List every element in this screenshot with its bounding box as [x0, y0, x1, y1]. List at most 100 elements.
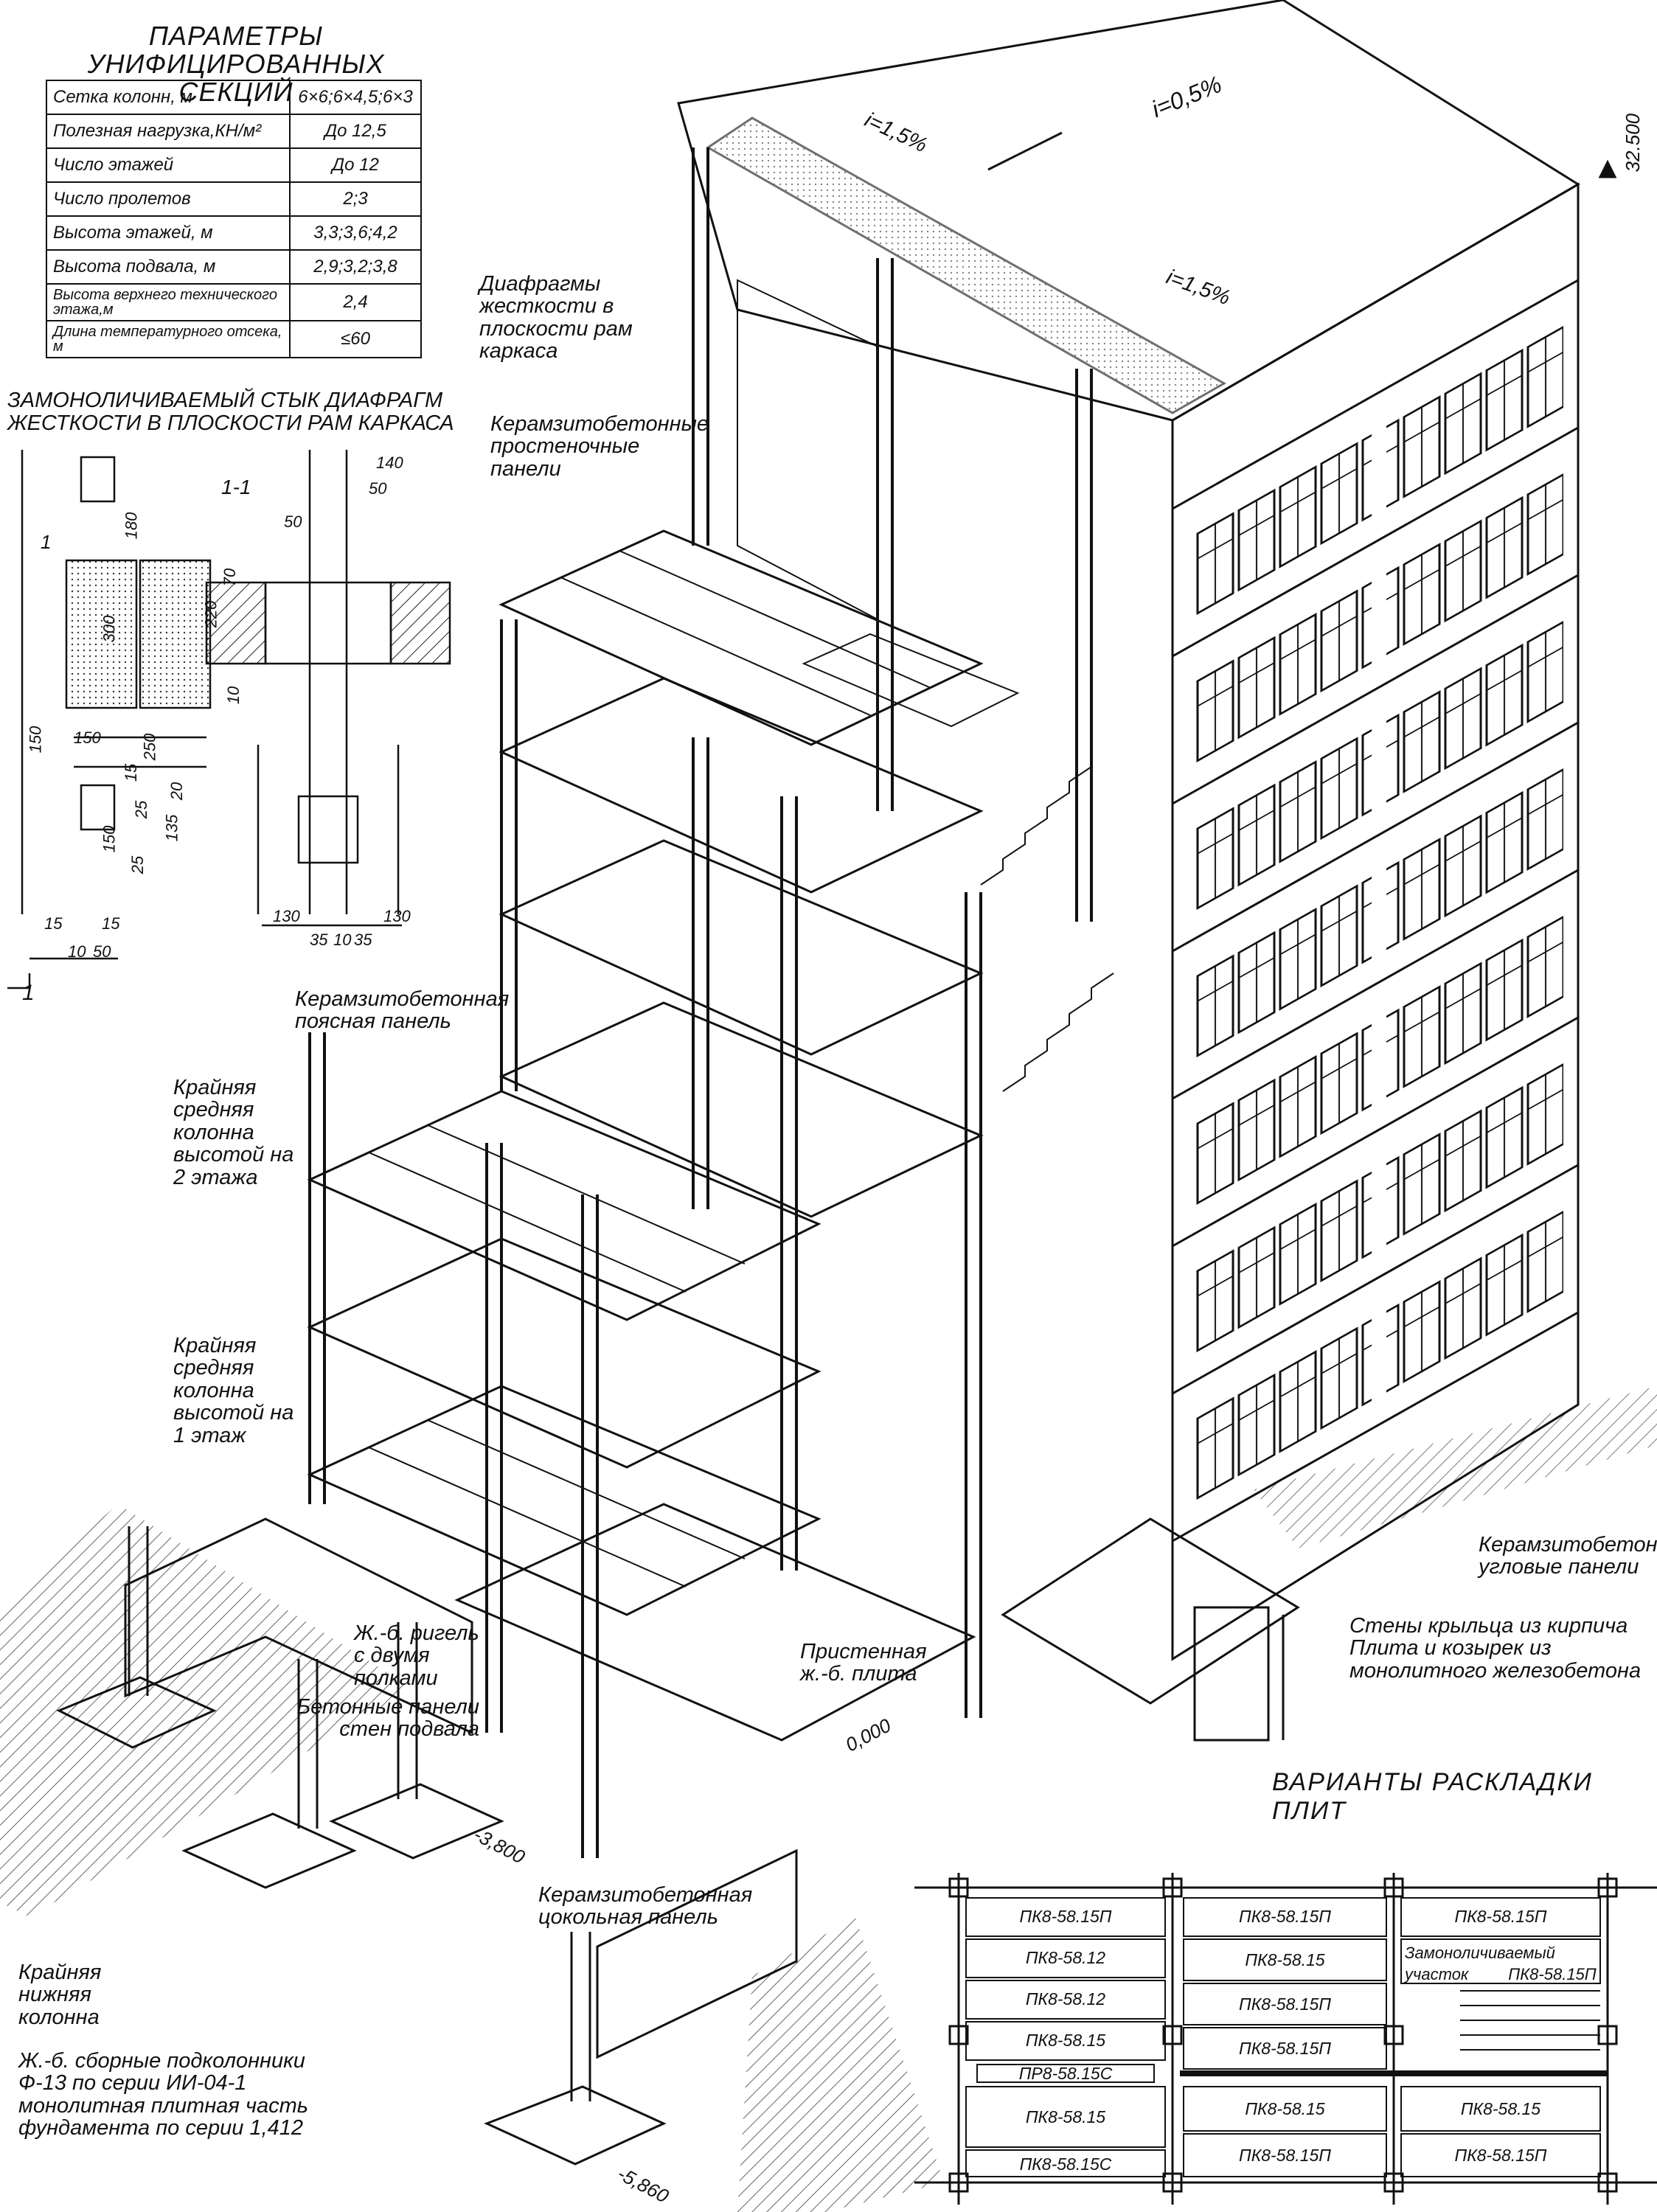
slab-label: ПК8-58.15П — [1454, 1907, 1547, 1926]
params-title-line1: ПАРАМЕТРЫ УНИФИЦИРОВАННЫХ — [87, 21, 385, 79]
diaphragm-label: Диафрагмы жесткости в плоскости рам карк… — [479, 272, 633, 364]
dim-label: 180 — [122, 512, 141, 540]
slab-label: ПК8-58.12 — [1025, 1989, 1106, 2008]
slab-label: ПК8-58.15П — [1239, 1994, 1331, 2014]
slab-label: ПК8-58.12 — [1025, 1948, 1106, 1967]
slab-label: ПК8-58.15П — [1019, 1907, 1112, 1926]
slab-label: ПК8-58.15П — [1508, 1965, 1597, 1983]
joint-title-line2: ЖЕСТКОСТИ В ПЛОСКОСТИ РАМ КАРКАСА — [7, 411, 454, 436]
joint-title-line1: ЗАМОНОЛИЧИВАЕМЫЙ СТЫК ДИАФРАГМ — [7, 389, 443, 412]
section-mark-top: 1 — [41, 531, 52, 553]
dim-label: 150 — [74, 728, 101, 747]
ground-hatching — [0, 1386, 1657, 2212]
layout-title: ВАРИАНТЫ РАСКЛАДКИ ПЛИТ — [1272, 1768, 1593, 1825]
dim-label: 130 — [273, 907, 300, 925]
slab-label: ПР8-58.15С — [1018, 2064, 1113, 2083]
foundations — [56, 1517, 798, 2166]
param-label: Высота верхнего технического этажа,м — [46, 283, 291, 321]
corner-panels-label: Керамзитобетонные угловые панели — [1479, 1533, 1657, 1579]
dim-label: 25 — [128, 855, 147, 874]
param-value: 3,3;3,6;4,2 — [289, 215, 422, 251]
elevation-top: 32.500 — [1622, 113, 1644, 173]
frame-structure — [307, 147, 1114, 1858]
section-mark-bottom: 1 — [22, 981, 35, 1005]
dim-label: 70 — [220, 568, 240, 587]
girder-label: Ж.-б. ригель с двумя полками — [354, 1621, 479, 1690]
joint-detail — [7, 450, 451, 990]
dim-label: 135 — [162, 814, 181, 842]
tower-windows — [1195, 322, 1563, 1504]
basement-walls-label: Бетонные панели стен подвала — [296, 1695, 479, 1742]
dim-label: 50 — [93, 942, 111, 961]
dim-label: 15 — [44, 914, 63, 933]
dim-label: 15 — [122, 763, 141, 782]
slab-label: ПК8-58.15 — [1025, 2107, 1106, 2126]
dim-label: 15 — [102, 914, 120, 933]
dim-label: 10 — [224, 686, 243, 705]
dim-label: 130 — [383, 907, 411, 925]
wall-slab-label: Пристенная ж.-б. плита — [800, 1640, 927, 1686]
dim-label: 35 — [354, 931, 372, 949]
slab-label: ПК8-58.15П — [1239, 2039, 1331, 2058]
dim-label: 220 — [201, 600, 220, 628]
bottom-column-label: Крайняя нижняя колонна — [18, 1961, 102, 2029]
param-label: Длина температурного отсека, м — [46, 320, 291, 358]
porch-label: Стены крыльца из кирпича Плита и козырек… — [1349, 1614, 1642, 1683]
dim-label: 250 — [140, 733, 159, 761]
dim-label: 20 — [167, 782, 187, 801]
param-value: До 12,5 — [289, 114, 422, 149]
slab-label: ПК8-58.15 — [1245, 2099, 1325, 2118]
param-value: 2,9;3,2;3,8 — [289, 249, 422, 285]
section-label: 1-1 — [221, 476, 251, 498]
dim-label: 50 — [369, 479, 387, 498]
slab-label: ПК8-58.15П — [1239, 2146, 1331, 2165]
foundation-label: Ж.-б. сборные подколонники Ф-13 по серии… — [18, 2049, 309, 2140]
param-value: До 12 — [289, 147, 422, 183]
plinth-panel-label: Керамзитобетонная цокольная панель — [538, 1883, 753, 1930]
param-label: Число этажей — [46, 147, 291, 183]
param-label: Число пролетов — [46, 181, 291, 217]
belt-panel-label: Керамзитобетонная поясная панель — [295, 987, 510, 1034]
dim-label: 150 — [26, 726, 45, 754]
param-value: 2;3 — [289, 181, 422, 217]
slab-label: ПК8-58.15П — [1239, 1907, 1331, 1926]
column-1-floor-label: Крайняя средняя колонна высотой на 1 эта… — [173, 1334, 294, 1447]
dim-label: 50 — [284, 512, 302, 531]
param-label: Высота подвала, м — [46, 249, 291, 285]
slab-label: ПК8-58.15 — [1245, 1950, 1325, 1969]
slab-label: ПК8-58.15П — [1454, 2146, 1547, 2165]
slab-label: ПК8-58.15 — [1460, 2099, 1541, 2118]
dim-label: 10 — [68, 942, 86, 961]
dim-label: 10 — [333, 931, 352, 949]
param-label: Полезная нагрузка,КН/м² — [46, 114, 291, 149]
dim-label: 35 — [310, 931, 328, 949]
slab-label: ПК8-58.15 — [1025, 2031, 1106, 2050]
monolith-label-line2: участок — [1405, 1965, 1469, 1983]
slab-layout-plan — [914, 1873, 1657, 2205]
column-2-floor-label: Крайняя средняя колонна высотой на 2 эта… — [173, 1076, 294, 1189]
param-value: 6×6;6×4,5;6×3 — [289, 80, 422, 115]
dim-label: 300 — [100, 615, 119, 643]
porch — [1001, 1517, 1300, 1742]
slab-label: ПК8-58.15С — [1019, 2154, 1112, 2174]
dim-label: 150 — [100, 825, 119, 853]
param-value: 2,4 — [289, 283, 422, 321]
dim-label: 140 — [376, 453, 403, 472]
table-row: Длина температурного отсека, м≤60 — [46, 320, 422, 358]
pier-panels-label: Керамзитобетонные простеночные панели — [490, 412, 709, 481]
param-label: Сетка колонн, м — [46, 80, 291, 115]
param-label: Высота этажей, м — [46, 215, 291, 251]
param-value: ≤60 — [289, 320, 422, 358]
tower-front-facade — [1171, 182, 1580, 1661]
roof — [677, 0, 1617, 422]
monolith-label-line1: Замоноличиваемый — [1405, 1944, 1555, 1962]
